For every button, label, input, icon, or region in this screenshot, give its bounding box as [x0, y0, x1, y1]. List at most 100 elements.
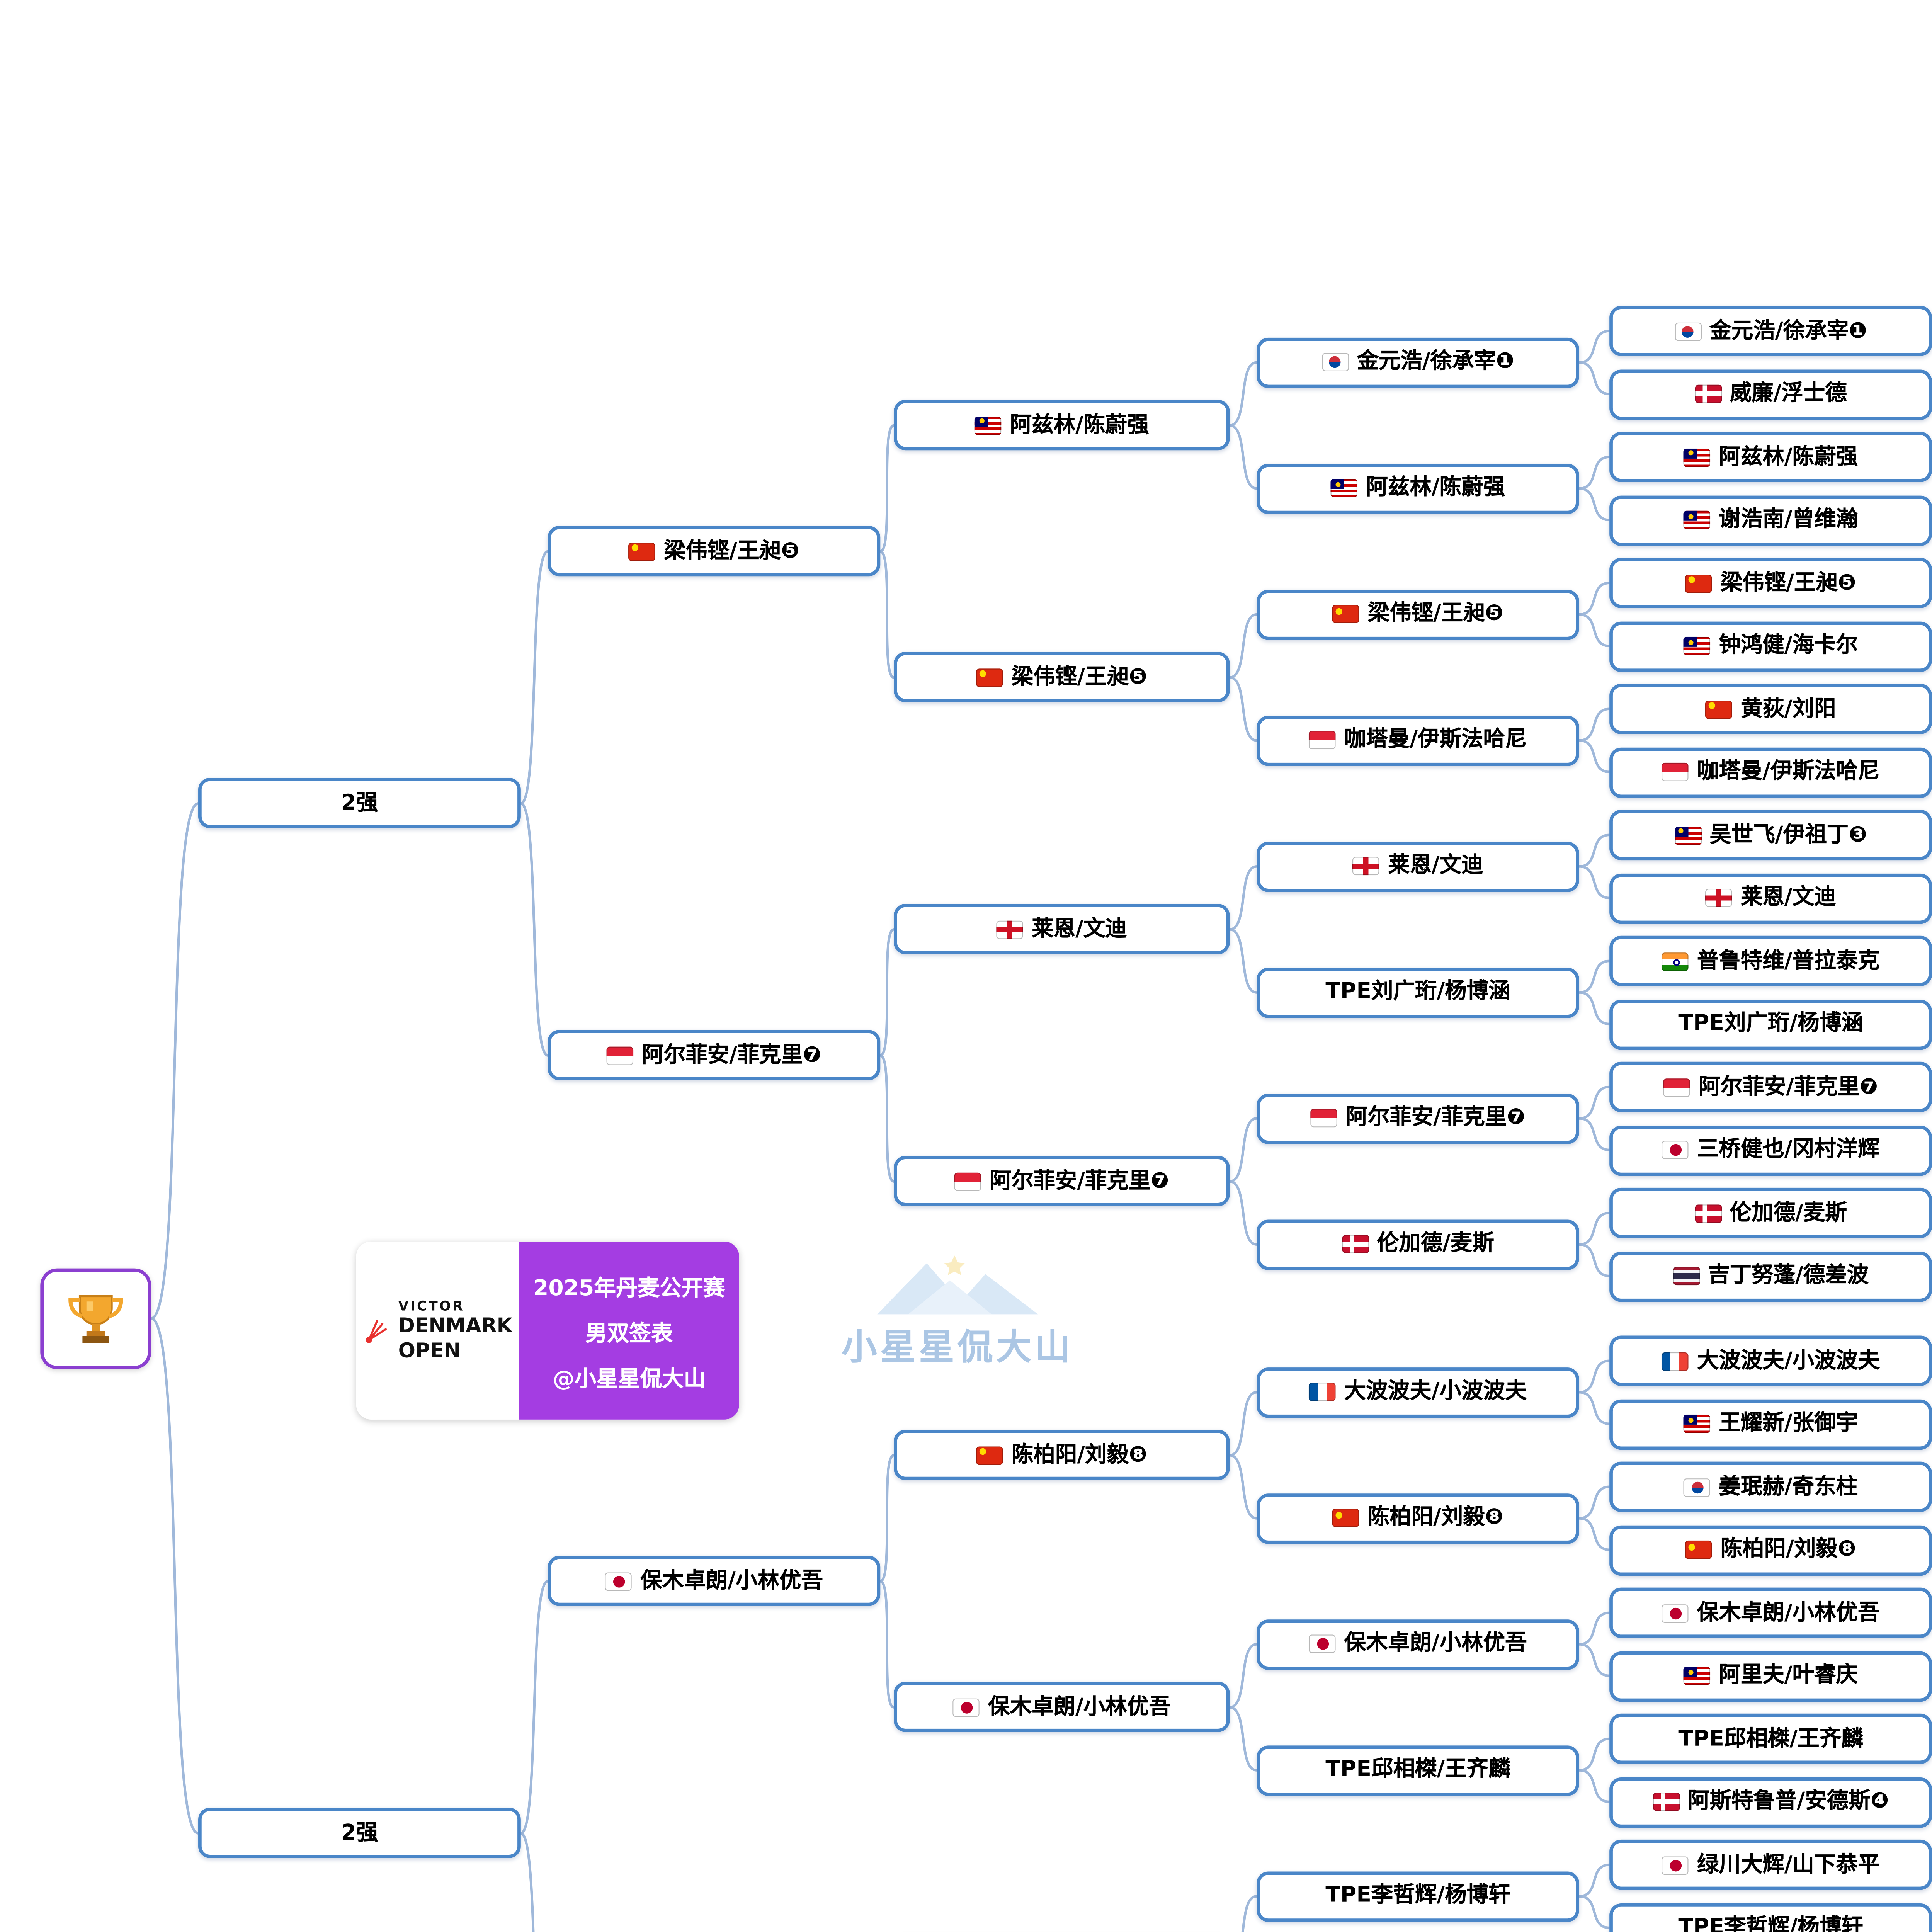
pair-name: 阿兹林/陈蔚强 — [1719, 444, 1858, 470]
pair-name: TPE李哲辉/杨博轩 — [1325, 1883, 1510, 1909]
shuttlecock-icon — [366, 1320, 387, 1343]
pair-name: 咖塔曼/伊斯法哈尼 — [1697, 759, 1880, 785]
id-flag-icon — [1663, 1078, 1690, 1096]
event-credit: @小星星侃大山 — [553, 1366, 706, 1392]
cn-flag-icon — [976, 1446, 1003, 1465]
bracket-node-round16-10: 保木卓朗/小林优吾 — [1257, 1619, 1579, 1670]
pair-name: 梁伟铿/王昶❺ — [663, 539, 800, 564]
en-flag-icon — [1705, 888, 1733, 907]
pair-name: 2强 — [341, 791, 378, 816]
pair-name: 金元浩/徐承宰❶ — [1357, 350, 1514, 375]
bracket-node-round32-15: 吉丁努蓬/德差波 — [1609, 1250, 1932, 1301]
bracket-node-round16-9: 陈柏阳/刘毅❽ — [1257, 1493, 1579, 1544]
brand-denmark: DENMARK — [398, 1314, 513, 1338]
kr-flag-icon — [1674, 321, 1701, 340]
bracket-node-quarterfinals-1: 梁伟铿/王昶❺ — [894, 652, 1230, 703]
bracket-node-round32-14: 伦加德/麦斯 — [1609, 1187, 1932, 1238]
jp-flag-icon — [1309, 1635, 1336, 1654]
bracket-node-round16-7: 伦加德/麦斯 — [1257, 1219, 1579, 1270]
pair-name: 阿尔菲安/菲克里❼ — [990, 1168, 1169, 1194]
pair-name: 阿兹林/陈蔚强 — [1010, 413, 1149, 438]
kr-flag-icon — [1684, 1477, 1711, 1496]
pair-name: TPE刘广珩/杨博涵 — [1325, 980, 1510, 1005]
pair-name: 保木卓朗/小林优吾 — [1697, 1600, 1880, 1626]
bracket-node-round32-6: 黄荻/刘阳 — [1609, 684, 1932, 734]
pair-name: 王耀新/张御宇 — [1719, 1411, 1858, 1437]
pair-name: 钟鸿健/海卡尔 — [1719, 633, 1858, 659]
jp-flag-icon — [1662, 1855, 1689, 1874]
bracket-node-round16-6: 阿尔菲安/菲克里❼ — [1257, 1093, 1579, 1144]
bracket-node-round32-9: 莱恩/文迪 — [1609, 872, 1932, 923]
pair-name: 伦加德/麦斯 — [1377, 1232, 1494, 1257]
pair-name: TPE刘广珩/杨博涵 — [1678, 1011, 1863, 1037]
cn-flag-icon — [1332, 1509, 1359, 1528]
bracket-node-semifinals-0: 梁伟铿/王昶❺ — [548, 526, 881, 577]
bracket-node-round16-3: 咖塔曼/伊斯法哈尼 — [1257, 715, 1579, 766]
jp-flag-icon — [1662, 1603, 1689, 1622]
pair-name: 保木卓朗/小林优吾 — [1344, 1631, 1527, 1657]
brand-victor: VICTOR — [398, 1298, 465, 1314]
cn-flag-icon — [1685, 573, 1712, 592]
dk-flag-icon — [1342, 1235, 1369, 1254]
jp-flag-icon — [1662, 1141, 1689, 1159]
dk-flag-icon — [1652, 1793, 1680, 1811]
bracket-node-quarterfinals-2: 莱恩/文迪 — [894, 904, 1230, 955]
pair-name: 大波波夫/小波波夫 — [1344, 1379, 1527, 1405]
pair-name: 莱恩/文迪 — [1388, 854, 1483, 879]
bracket-node-round16-8: 大波波夫/小波波夫 — [1257, 1367, 1579, 1418]
pair-name: 阿尔菲安/菲克里❼ — [642, 1043, 821, 1068]
bracket-node-round16-12: TPE李哲辉/杨博轩 — [1257, 1871, 1579, 1922]
cn-flag-icon — [628, 542, 656, 561]
bracket-node-round16-5: TPE刘广珩/杨博涵 — [1257, 967, 1579, 1018]
cn-flag-icon — [1705, 699, 1733, 718]
bracket-node-round32-5: 钟鸿健/海卡尔 — [1609, 621, 1932, 671]
bracket-node-semifinals-1: 阿尔菲安/菲克里❼ — [548, 1030, 881, 1081]
bracket-node-finals-1: 2强 — [198, 1808, 521, 1859]
bracket-node-round32-23: 阿斯特鲁普/安德斯❹ — [1609, 1776, 1932, 1827]
pair-name: TPE李哲辉/杨博轩 — [1678, 1915, 1863, 1932]
id-flag-icon — [1310, 1109, 1338, 1128]
pair-name: 梁伟铿/王昶❺ — [1720, 570, 1856, 596]
my-flag-icon — [1684, 510, 1711, 529]
id-flag-icon — [954, 1172, 981, 1191]
bracket-node-round32-13: 三桥健也/冈村洋辉 — [1609, 1124, 1932, 1175]
my-flag-icon — [1684, 1414, 1711, 1433]
bracket-node-round16-4: 莱恩/文迪 — [1257, 841, 1579, 892]
dk-flag-icon — [1694, 384, 1721, 403]
pair-name: 伦加德/麦斯 — [1730, 1200, 1847, 1226]
bracket-node-round32-1: 威廉/浮士德 — [1609, 369, 1932, 419]
cn-flag-icon — [1332, 605, 1359, 624]
bracket-node-round32-18: 姜珉赫/奇东柱 — [1609, 1461, 1932, 1512]
bracket-node-round32-22: TPE邱相榤/王齐麟 — [1609, 1713, 1932, 1764]
bracket-node-round32-25: TPE李哲辉/杨博轩 — [1609, 1902, 1932, 1932]
my-flag-icon — [1684, 447, 1711, 466]
champion-slot — [40, 1268, 151, 1369]
pair-name: 莱恩/文迪 — [1032, 917, 1127, 942]
my-flag-icon — [1684, 636, 1711, 655]
bracket-node-round32-11: TPE刘广珩/杨博涵 — [1609, 998, 1932, 1049]
pair-name: TPE邱相榤/王齐麟 — [1678, 1726, 1863, 1752]
fr-flag-icon — [1309, 1383, 1336, 1402]
pair-name: 吉丁努蓬/德差波 — [1708, 1263, 1869, 1289]
bracket-node-quarterfinals-3: 阿尔菲安/菲克里❼ — [894, 1156, 1230, 1207]
bracket-node-round32-8: 吴世飞/伊祖丁❸ — [1609, 810, 1932, 861]
id-flag-icon — [607, 1046, 634, 1065]
pair-name: 阿尔菲安/菲克里❼ — [1699, 1074, 1878, 1100]
en-flag-icon — [1352, 857, 1380, 876]
pair-name: 阿兹林/陈蔚强 — [1366, 476, 1505, 501]
pair-name: 梁伟铿/王昶❺ — [1367, 602, 1503, 627]
brand-open: OPEN — [398, 1338, 461, 1362]
pair-name: 阿尔菲安/菲克里❼ — [1346, 1105, 1526, 1131]
event-title: 2025年丹麦公开赛 — [533, 1276, 725, 1301]
my-flag-icon — [975, 416, 1002, 435]
pair-name: 陈柏阳/刘毅❽ — [1720, 1537, 1856, 1563]
pair-name: 谢浩南/曾维瀚 — [1719, 507, 1858, 533]
victor-logo: VICTOR DENMARK OPEN — [356, 1242, 519, 1420]
my-flag-icon — [1684, 1667, 1711, 1685]
en-flag-icon — [996, 920, 1024, 939]
trophy-icon — [68, 1295, 123, 1343]
pair-name: 三桥健也/冈村洋辉 — [1697, 1137, 1880, 1163]
bracket-node-round16-1: 阿兹林/陈蔚强 — [1257, 463, 1579, 514]
pair-name: 梁伟铿/王昶❺ — [1011, 665, 1148, 690]
